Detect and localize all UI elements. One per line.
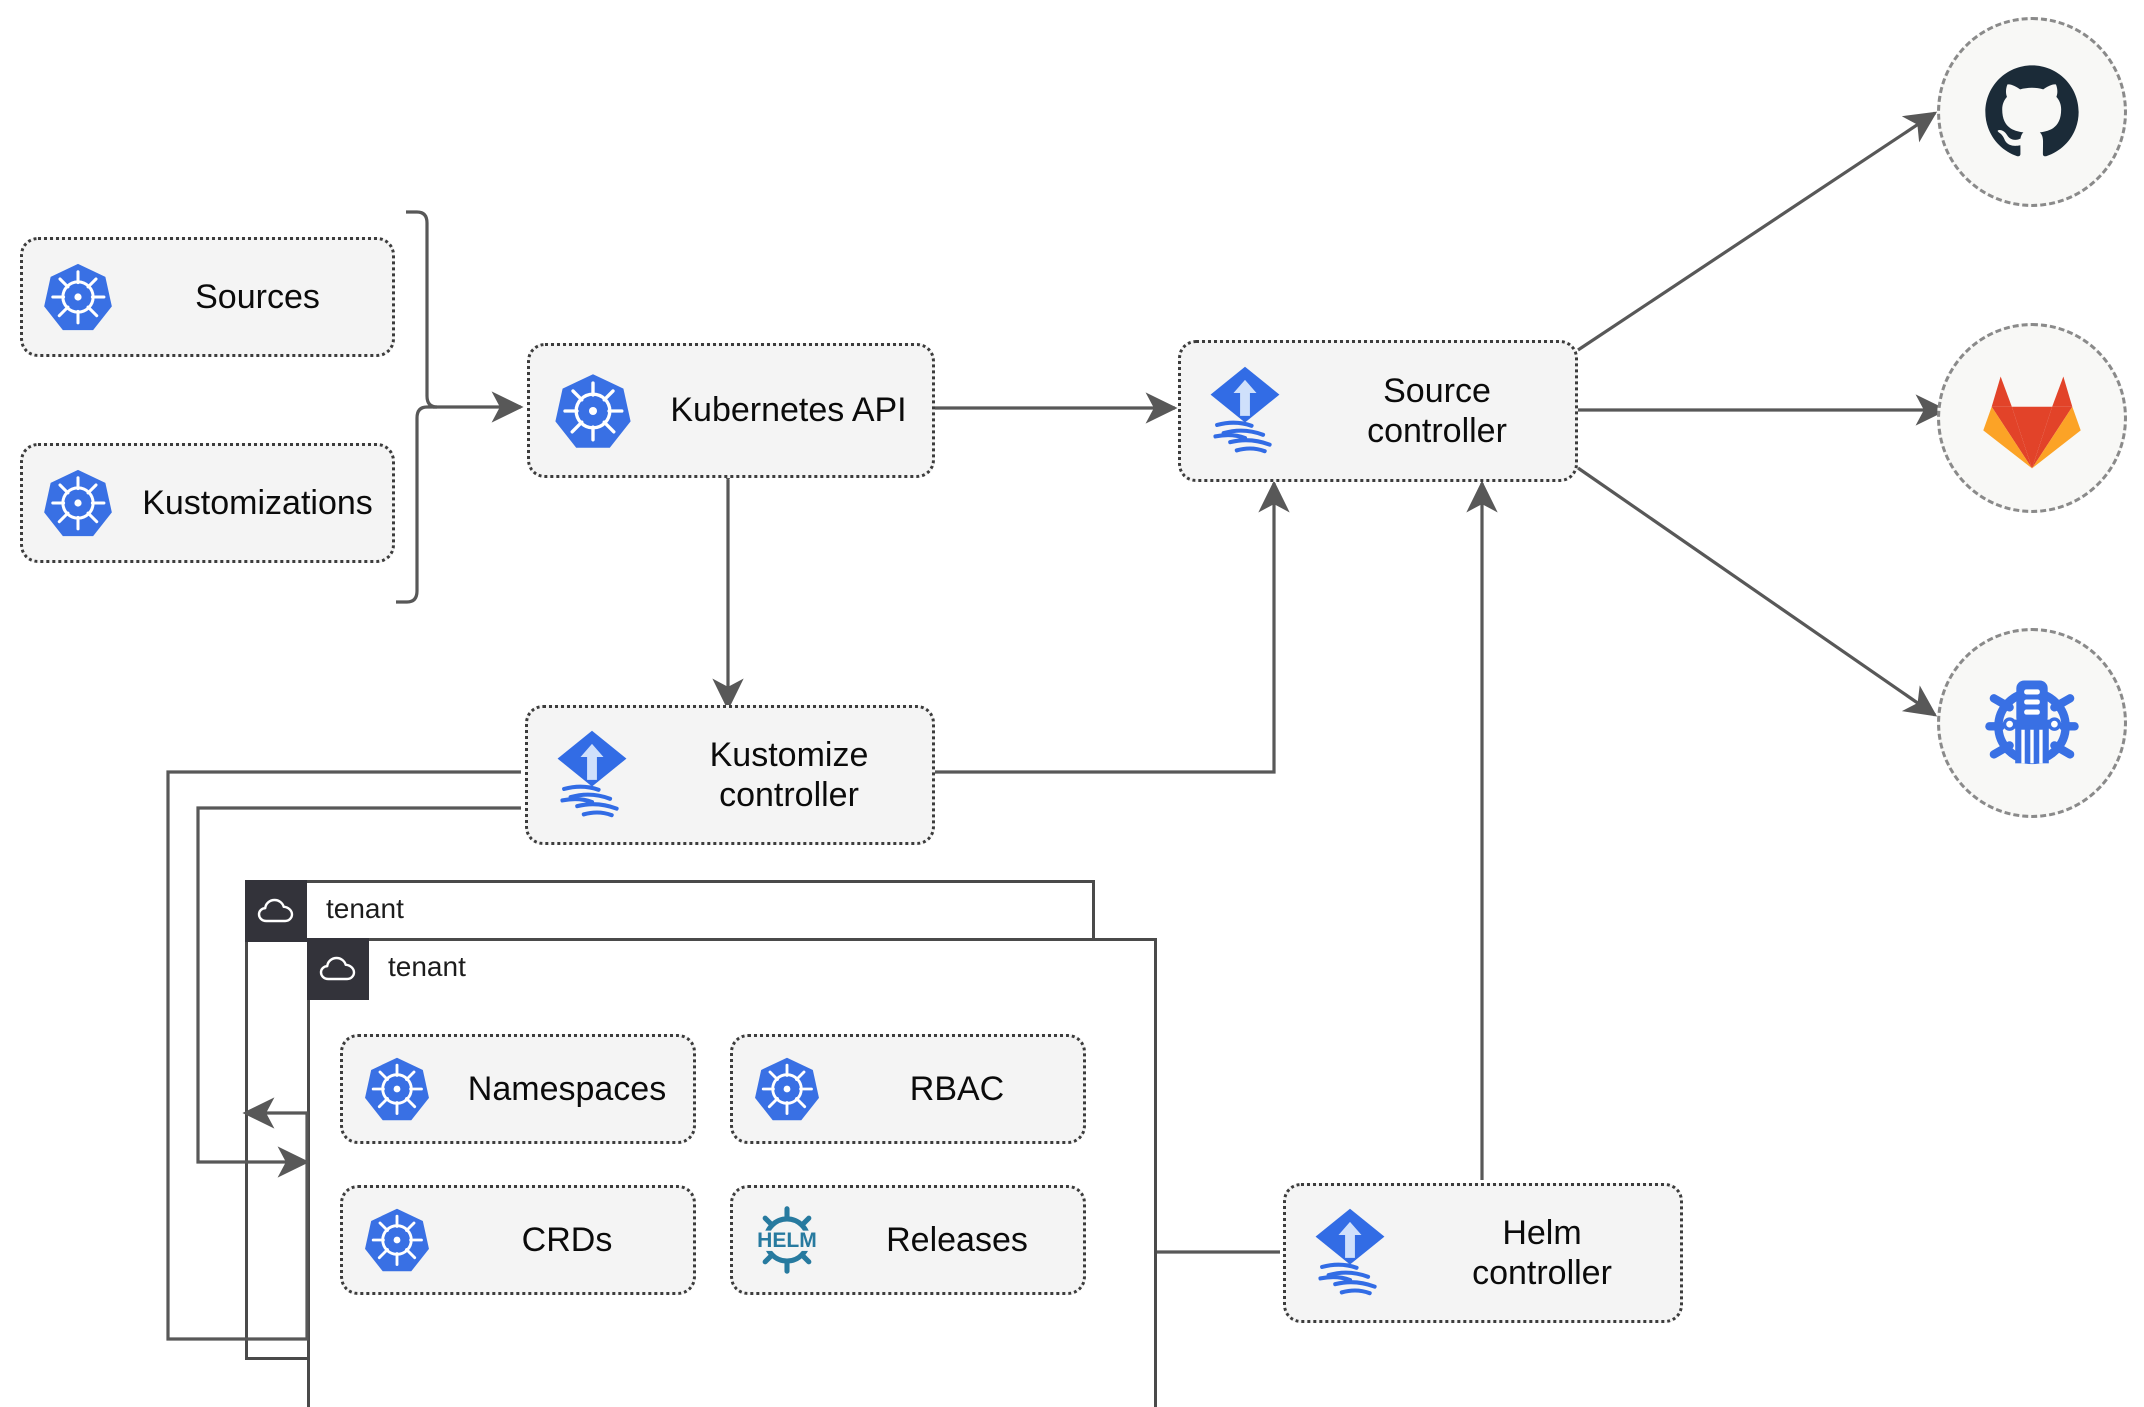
provider-helm-repository[interactable] <box>1937 628 2127 818</box>
node-kustomize-controller[interactable]: Kustomize controller <box>525 705 935 845</box>
wire-source-controller-to-helm-repository <box>1577 466 1938 717</box>
flux-icon <box>1286 1207 1414 1299</box>
helm-icon: HELM <box>733 1201 841 1279</box>
node-namespaces[interactable]: Namespaces <box>340 1034 696 1144</box>
node-rbac[interactable]: RBAC <box>730 1034 1086 1144</box>
node-label: Source controller <box>1367 371 1507 450</box>
kubernetes-icon <box>23 261 133 333</box>
node-helm-controller[interactable]: Helm controller <box>1283 1183 1683 1323</box>
tenant-label: tenant <box>388 951 466 982</box>
node-label: CRDs <box>521 1220 613 1259</box>
node-kustomizations[interactable]: Kustomizations <box>20 443 395 563</box>
node-label: Helm controller <box>1472 1213 1612 1292</box>
node-sources[interactable]: Sources <box>20 237 395 357</box>
flux-icon <box>528 729 656 821</box>
node-label: Sources <box>195 277 320 316</box>
node-kubernetes-api[interactable]: Kubernetes API <box>527 343 935 478</box>
cloud-icon <box>245 880 307 942</box>
tenant-container-front[interactable]: tenant <box>307 938 1157 1407</box>
kubernetes-icon <box>23 467 133 539</box>
node-releases[interactable]: HELM Releases <box>730 1185 1086 1295</box>
node-source-controller[interactable]: Source controller <box>1178 340 1578 482</box>
flux-icon <box>1181 365 1309 457</box>
provider-gitlab[interactable] <box>1937 323 2127 513</box>
node-label: RBAC <box>909 1069 1005 1108</box>
helm-chart-repository-icon <box>1985 680 2079 765</box>
node-crds[interactable]: CRDs <box>340 1185 696 1295</box>
node-label: Kubernetes API <box>670 391 907 430</box>
github-icon <box>1985 65 2079 157</box>
node-label: Kustomize controller <box>709 735 869 814</box>
kubernetes-icon <box>343 1206 451 1274</box>
tenant-label: tenant <box>326 893 404 924</box>
node-label: Namespaces <box>467 1069 667 1108</box>
gitlab-icon <box>1983 376 2081 469</box>
wire-kustomize-controller-to-source-controller <box>935 480 1290 774</box>
kubernetes-icon <box>733 1055 841 1123</box>
wire-source-controller-to-github <box>1577 111 1938 352</box>
custom-resources-bracket <box>396 210 438 604</box>
kubernetes-icon <box>530 371 655 451</box>
node-label: Kustomizations <box>142 483 373 522</box>
kubernetes-icon <box>343 1055 451 1123</box>
node-label: Releases <box>886 1220 1028 1259</box>
provider-github[interactable] <box>1937 17 2127 207</box>
cloud-icon <box>307 938 369 1000</box>
svg-text:HELM: HELM <box>757 1229 817 1252</box>
